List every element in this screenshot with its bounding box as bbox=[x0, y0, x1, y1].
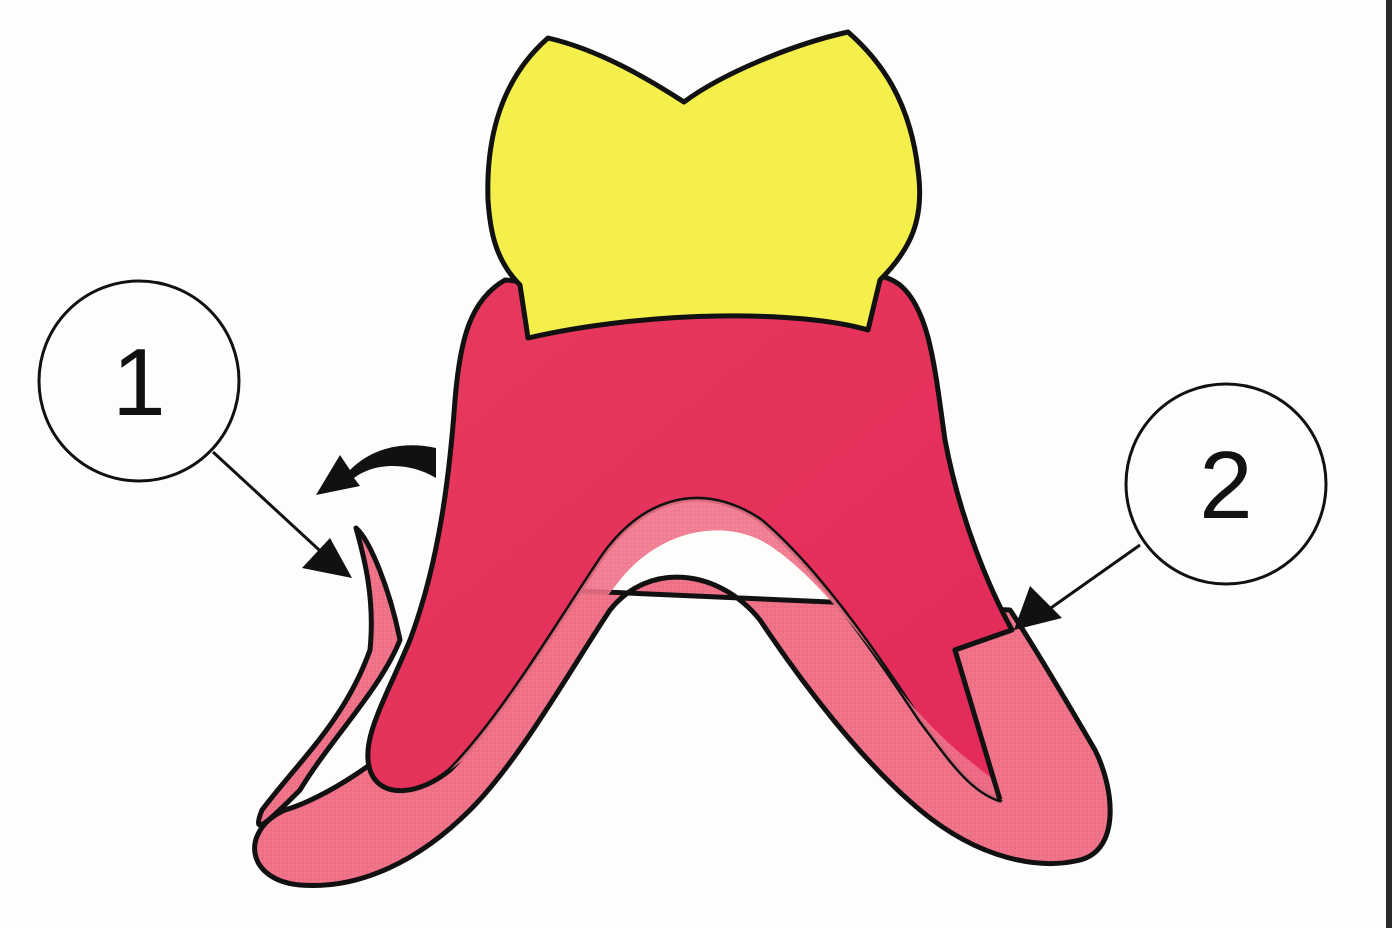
label-1-circle bbox=[37, 279, 241, 483]
tooth-crown bbox=[485, 29, 923, 341]
label-1-text: 1 bbox=[112, 329, 165, 436]
label-2-text: 2 bbox=[1199, 432, 1252, 539]
scan-edge bbox=[1386, 0, 1392, 928]
inner-tissue-band bbox=[450, 499, 1011, 800]
label-1-leader bbox=[211, 450, 332, 562]
label-2-arrowhead bbox=[1014, 586, 1062, 630]
label-2-circle bbox=[1124, 382, 1328, 586]
label-2-leader bbox=[1047, 543, 1141, 612]
curved-arrow bbox=[316, 445, 436, 495]
notch-defect bbox=[955, 630, 1095, 800]
notch-outline bbox=[952, 627, 1013, 801]
label-1-arrowhead bbox=[302, 538, 352, 578]
gingival-flap bbox=[256, 525, 403, 828]
